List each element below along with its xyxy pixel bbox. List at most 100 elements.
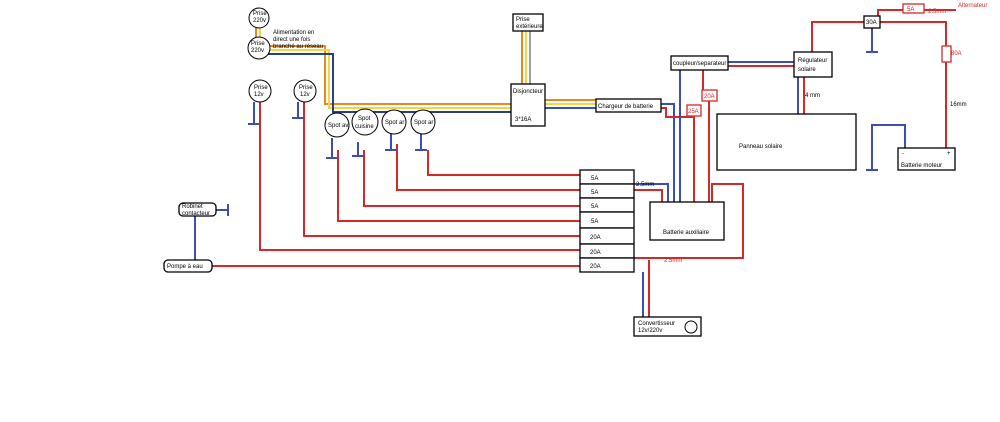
wire-aux-20a (634, 183, 744, 259)
wire-charger-pos (661, 107, 695, 202)
wire-reg-30a (811, 21, 866, 52)
wire-batterie-moteur-gnd (871, 124, 906, 170)
chargeur-batterie (595, 98, 662, 113)
fuse-panel-slot-3 (579, 197, 635, 213)
robinet-label-2: contacteur (182, 211, 210, 217)
fuse-30a (863, 15, 881, 29)
convertisseur-symbol (684, 320, 698, 334)
prise-220-second-label-2: 220v (251, 48, 264, 54)
regulateur-label-1: Régulateur (798, 58, 827, 64)
prise-220-top-label-2: 220v (253, 18, 266, 24)
cable-label-16mm: 16mm (950, 102, 967, 108)
spot-av (324, 112, 350, 138)
panneau-solaire (716, 113, 857, 171)
batterie-moteur-plus: + (947, 151, 951, 157)
wire-to-80a (880, 21, 947, 46)
robinet-contacteur (178, 202, 217, 217)
coupleur-label: coupleur/separateur (673, 61, 726, 67)
pompe-a-eau (163, 259, 213, 273)
fuses: 25A 20A 30A 5A 80A (686, 3, 962, 117)
prise-220-second-label-1: Prise (251, 41, 265, 47)
cable-label-2-5mm-bottom: 2.5mm (664, 258, 682, 264)
wire-fuse-prise-12-b (303, 102, 580, 237)
cable-label-4mm: 4 mm (805, 93, 820, 99)
fuse-panel-value-1: 5A (591, 176, 598, 182)
panneau-label: Panneau solaire (739, 144, 783, 150)
spot-ar-2 (410, 109, 436, 135)
convertisseur (633, 316, 702, 337)
wire-220-phase (264, 45, 513, 105)
fuse-panel-slot-6 (579, 243, 635, 259)
spot-cuisine-label-2: cuisine (355, 124, 374, 130)
prise-12-b-label-2: 12v (300, 92, 310, 98)
disjoncteur (510, 83, 546, 127)
wire-30a-5a (877, 9, 904, 16)
prise-220-top (248, 7, 270, 29)
mains-note-2: direct une fois (273, 37, 310, 43)
batterie-moteur-label: Batterie moteur (901, 163, 942, 169)
cable-label-2-5mm-panel: 2.5mm (636, 182, 654, 188)
regulateur-solaire (793, 51, 833, 78)
disjoncteur-label: Disjoncteur (513, 89, 543, 95)
fuse-30a-label: 30A (866, 20, 877, 26)
batterie-moteur (897, 147, 956, 171)
prise-exterieure-label-2: extérieure (516, 24, 543, 30)
spot-cuisine-label-1: Spot (358, 116, 371, 122)
prise-12-a-label-1: Prise (254, 85, 268, 91)
fuse-20a (701, 89, 718, 102)
wire-fuse-prise-12-a (259, 102, 580, 251)
alternateur-label: Alternateur (958, 3, 987, 9)
prise-exterieure (512, 13, 544, 32)
spot-cuisine (351, 108, 379, 136)
prise-12-b (293, 79, 317, 103)
spots: Spot av Spot cuisine Spot ar Spot ar (324, 108, 436, 138)
convertisseur-label-2: 12v/220v (638, 328, 662, 334)
cable-label-2-5mm-top: 2.5mm (928, 9, 946, 15)
wire-aux-panel-pos (634, 189, 663, 202)
fuse-panel-value-7: 20A (590, 264, 601, 270)
fuse-20a-label: 20A (704, 94, 715, 100)
spot-av-label: Spot av (328, 123, 348, 129)
fuse-panel: 5A 5A 5A 5A 20A 20A 20A (579, 169, 635, 273)
fuse-5a (902, 3, 925, 14)
fuse-panel-value-6: 20A (590, 250, 601, 256)
cable-labels: 2.5mm 2.5mm 2.5mm 4 mm 16mm (636, 9, 967, 264)
mains-note-3: branché au réseau (273, 44, 323, 50)
outlets: Prise 220v Prise 220v Alimentation en di… (247, 7, 544, 103)
wire-220-neutral (263, 49, 513, 109)
disjoncteur-rating: 3*16A (515, 117, 531, 123)
fuse-panel-value-4: 5A (591, 219, 598, 225)
regulateur-label-2: solaire (798, 67, 816, 73)
prise-220-second (247, 36, 271, 60)
fuse-5a-label: 5A (907, 7, 914, 13)
fuse-panel-slot-5 (579, 227, 635, 245)
fuse-panel-value-5: 20A (590, 235, 601, 241)
wire-fuse-spot-cuisine (363, 150, 580, 207)
prise-12-a (248, 79, 272, 103)
convertisseur-label-1: Convertisseur (638, 321, 675, 327)
fuse-panel-slot-2 (579, 183, 635, 199)
fuse-80a-label: 80A (951, 51, 962, 57)
fuse-panel-slot-4 (579, 211, 635, 229)
fuse-25a-label: 25A (688, 109, 699, 115)
spot-ar-1 (381, 109, 407, 135)
chargeur-label: Chargeur de batterie (598, 104, 654, 110)
prise-exterieure-label-1: Prise (516, 17, 530, 23)
fuse-panel-value-3: 5A (591, 204, 598, 210)
wire-charger-neg (661, 103, 675, 202)
batterie-auxiliaire-label: Batterie auxiliaire (663, 230, 710, 236)
fuse-panel-slot-7 (579, 257, 635, 273)
pompe-label: Pompe à eau (167, 264, 203, 270)
components: Disjoncteur 3*16A Chargeur de batterie c… (163, 3, 987, 337)
fuse-panel-slot-1 (579, 169, 635, 185)
spot-ar-2-label: Spot ar (414, 120, 433, 126)
wire-fuse-spot-ar-2 (427, 150, 580, 176)
batterie-auxiliaire (649, 201, 725, 241)
fuse-25a (686, 104, 702, 117)
mains-note-1: Alimentation en (273, 30, 314, 36)
prise-12-b-label-1: Prise (299, 85, 313, 91)
wires (194, 9, 956, 317)
coupleur-separateur (670, 55, 729, 71)
fuse-panel-value-2: 5A (591, 190, 598, 196)
robinet-label-1: Robinet (182, 204, 203, 210)
